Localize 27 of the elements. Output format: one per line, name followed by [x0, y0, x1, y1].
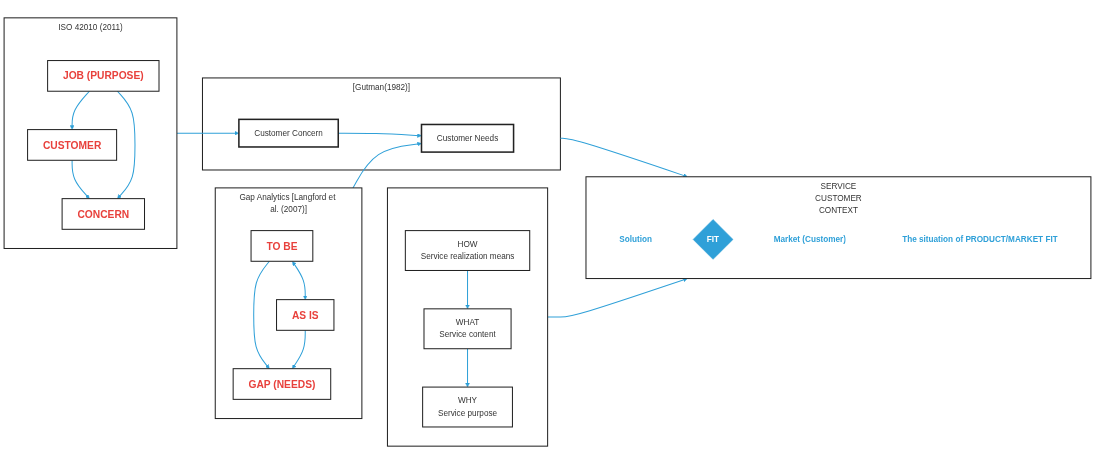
node-text: Solution [619, 234, 652, 244]
node-box: JOB (PURPOSE) [47, 60, 160, 92]
node-text: Market (Customer) [773, 234, 846, 244]
arrow [292, 329, 306, 369]
arrow [116, 90, 136, 199]
node-box: WHY Service purpose [422, 386, 513, 428]
node-box: AS IS [276, 299, 335, 331]
arrow [547, 277, 688, 318]
arrow [71, 159, 90, 199]
arrow [559, 137, 688, 178]
arrow [69, 90, 90, 130]
arrow [352, 141, 422, 189]
arrow [465, 348, 470, 388]
arrow [292, 261, 308, 300]
arrow [253, 260, 270, 369]
node-diamond: FIT [692, 219, 734, 260]
node-box: Customer Concern [238, 118, 339, 148]
node-box: TO BE [250, 230, 314, 262]
node-box: WHAT Service content [423, 308, 512, 350]
cluster [386, 187, 549, 447]
node-box: GAP (NEEDS) [232, 368, 332, 400]
arrow [465, 269, 470, 310]
node-box: CONCERN [61, 198, 145, 230]
node-text: The situation of PRODUCT/MARKET FIT [902, 234, 1058, 244]
node-box: HOW Service realization means [404, 230, 531, 271]
node-box: CUSTOMER [27, 129, 118, 161]
node-box: Customer Needs [420, 123, 515, 153]
